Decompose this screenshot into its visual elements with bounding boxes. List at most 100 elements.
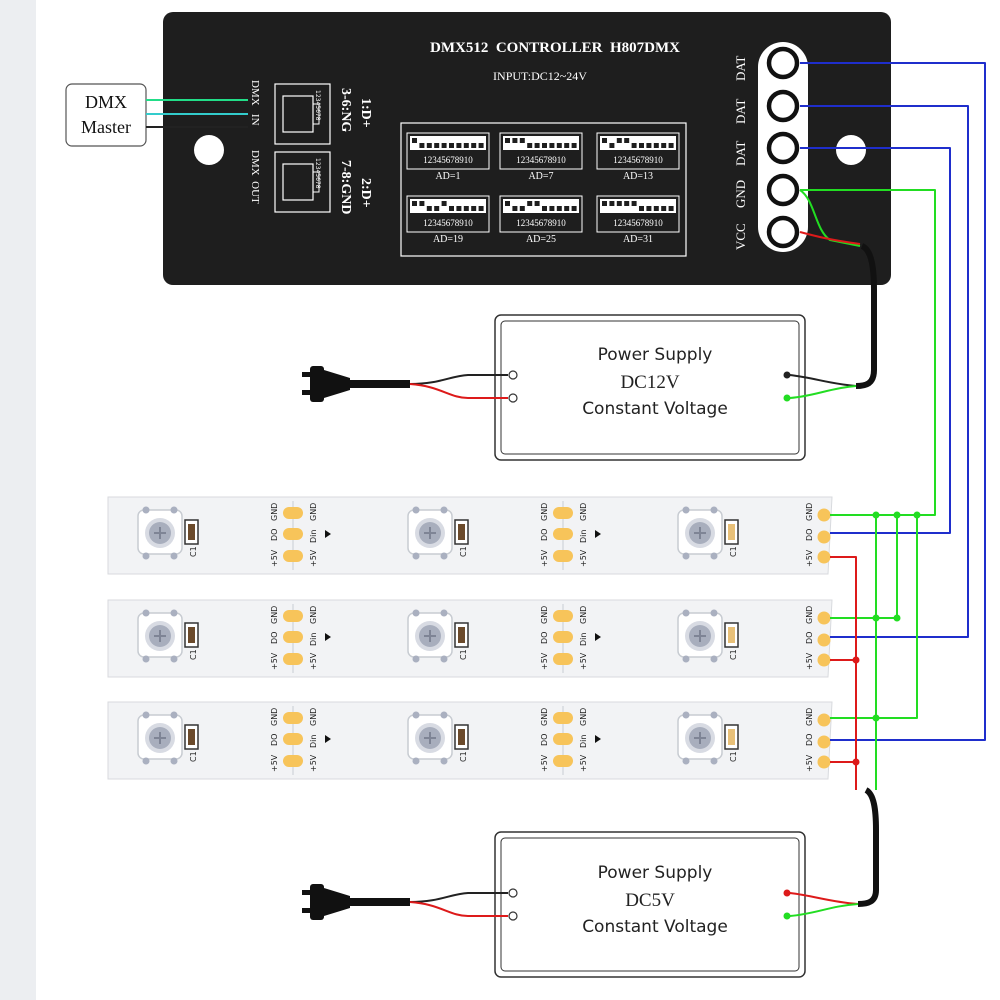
dat-wire-2 xyxy=(800,105,969,638)
pin-desc-d-plus-2: 2:D+ xyxy=(358,178,373,208)
pin-desc-7-8: 7-8:GND xyxy=(338,160,353,214)
pad-label-gnd: GND xyxy=(579,503,588,521)
pad-label-do: DO xyxy=(540,529,549,541)
rj45-in-pins: 12345678 xyxy=(314,90,321,121)
dmx-master[interactable]: DMX Master xyxy=(65,83,147,147)
led-chip xyxy=(677,506,723,560)
pad-label-din: Din xyxy=(579,633,588,646)
ctrl-power-cable xyxy=(855,243,877,389)
pad-label-gnd: GND xyxy=(540,606,549,624)
capacitor: C1 xyxy=(724,519,739,557)
psu5-green-lead xyxy=(789,903,859,917)
dip-address-label: AD=25 xyxy=(526,234,556,245)
capacitor: C1 xyxy=(454,519,469,557)
capacitor-label: C1 xyxy=(729,546,738,557)
junction-dot-gnd xyxy=(872,714,880,722)
dmx-out-label: DMX OUT xyxy=(249,150,261,204)
pad-label-gnd: GND xyxy=(309,606,318,624)
terminal-label-dat-2: DAT xyxy=(733,99,748,124)
pad-label-do: DO xyxy=(270,632,279,644)
pad-label-do: DO xyxy=(270,529,279,541)
capacitor: C1 xyxy=(184,724,199,762)
pad-label-gnd: GND xyxy=(540,708,549,726)
end-pad-label-gnd: GND xyxy=(805,606,814,624)
dmx-master-line2: Master xyxy=(81,117,131,137)
rj45-port-out[interactable]: 12345678 xyxy=(274,151,331,213)
ctrl-vcc-tail xyxy=(799,231,861,245)
dip-digits: 12345678910 xyxy=(516,155,566,165)
junction-dot-gnd xyxy=(893,614,901,622)
capacitor: C1 xyxy=(454,724,469,762)
led-chip xyxy=(677,609,723,663)
psu12-black-lead xyxy=(789,374,857,387)
capacitor: C1 xyxy=(724,622,739,660)
terminal-label-dat-1: DAT xyxy=(733,56,748,81)
pad-label-5v: +5V xyxy=(270,549,279,567)
capacitor: C1 xyxy=(184,622,199,660)
gnd-wire-strip2 xyxy=(830,515,898,619)
terminal-label-vcc: VCC xyxy=(733,223,748,250)
capacitor-label: C1 xyxy=(729,751,738,762)
capacitor-label: C1 xyxy=(189,751,198,762)
terminal-dat-1[interactable] xyxy=(766,46,800,80)
end-pad-label-do: DO xyxy=(805,632,814,644)
dip-address-label: AD=1 xyxy=(435,171,460,182)
psu5-cable xyxy=(857,787,879,907)
pad-label-5v: +5V xyxy=(270,754,279,772)
capacitor-label: C1 xyxy=(729,649,738,660)
junction-dot-gnd xyxy=(913,511,921,519)
dip-switch-panel xyxy=(400,122,687,257)
junction-dot-gnd xyxy=(893,511,901,519)
dip-digits: 12345678910 xyxy=(613,155,663,165)
psu5-line2: DC5V xyxy=(625,890,675,911)
pad-label-do: DO xyxy=(540,632,549,644)
terminal-dat-2[interactable] xyxy=(766,89,800,123)
terminal-gnd[interactable] xyxy=(766,173,800,207)
pad-label-gnd: GND xyxy=(579,606,588,624)
pad-label-5v: +5V xyxy=(540,754,549,772)
pad-label-5v: +5V xyxy=(309,754,318,772)
psu5-line3: Constant Voltage xyxy=(582,917,728,937)
pad-label-5v: +5V xyxy=(540,549,549,567)
pad-label-gnd: GND xyxy=(579,708,588,726)
led-chip xyxy=(137,711,183,765)
dip-digits: 12345678910 xyxy=(613,218,663,228)
pad-label-gnd: GND xyxy=(309,708,318,726)
controller-input-rating: INPUT:DC12~24V xyxy=(493,69,587,83)
junction-dot-vcc xyxy=(852,656,860,664)
dat-wire-3 xyxy=(800,147,951,534)
rj45-port-in[interactable]: 12345678 xyxy=(274,83,331,145)
dip-digits: 12345678910 xyxy=(423,155,473,165)
psu12-line1: Power Supply xyxy=(598,345,713,365)
dmx-in-label: DMX IN xyxy=(249,80,261,126)
gnd-wire-main xyxy=(800,189,936,516)
dip-address-label: AD=13 xyxy=(623,171,653,182)
terminal-vcc[interactable] xyxy=(766,215,800,249)
terminal-label-dat-3: DAT xyxy=(733,141,748,166)
terminal-dat-3[interactable] xyxy=(766,131,800,165)
pad-label-din: Din xyxy=(309,633,318,646)
mounting-hole-left xyxy=(194,135,224,165)
capacitor-label: C1 xyxy=(459,751,468,762)
pad-label-5v: +5V xyxy=(579,652,588,670)
pad-label-gnd: GND xyxy=(270,503,279,521)
end-pad-label-5v: +5V xyxy=(805,754,814,772)
pad-label-din: Din xyxy=(309,735,318,748)
led-chip xyxy=(677,711,723,765)
wires xyxy=(789,62,986,917)
psu5-line1: Power Supply xyxy=(598,863,713,883)
capacitor-label: C1 xyxy=(459,649,468,660)
pad-label-din: Din xyxy=(579,735,588,748)
